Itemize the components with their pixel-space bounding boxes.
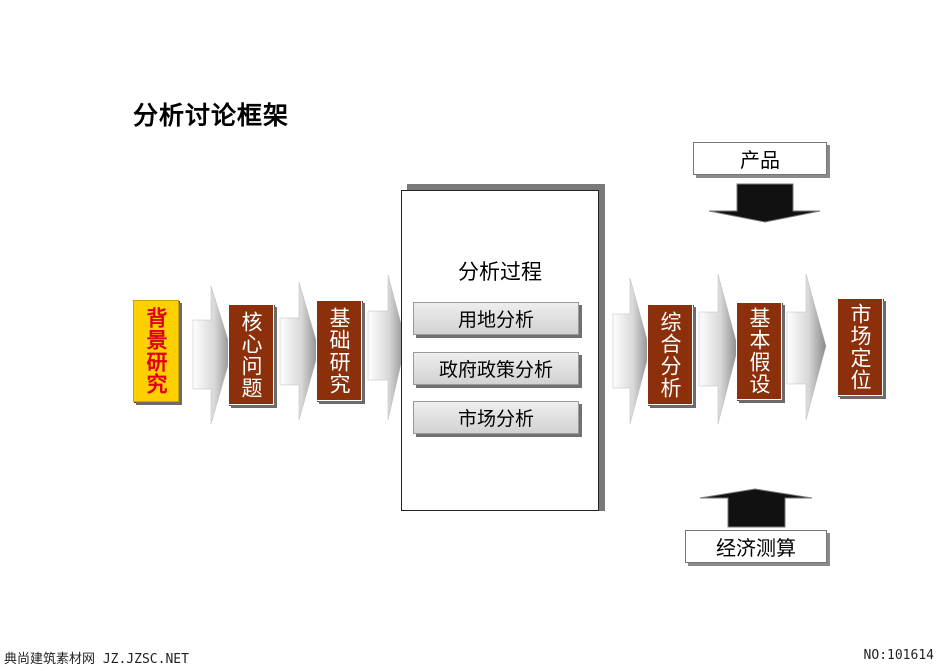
stage-basic-assumptions: 基本假设 (736, 302, 782, 400)
footer-watermark: 典尚建筑素材网 JZ.JZSC.NET (4, 652, 189, 667)
stage-market-positioning: 市场定位 (837, 298, 883, 396)
stage-background-research: 背景研究 (133, 300, 179, 402)
process-item-policy-analysis: 政府政策分析 (413, 352, 579, 385)
chevron-arrow-6 (786, 273, 827, 421)
down-arrow-icon (708, 183, 821, 223)
input-product: 产品 (693, 142, 827, 175)
process-title: 分析过程 (458, 260, 542, 284)
chevron-arrow-1 (192, 285, 233, 425)
input-economic-estimate: 经济测算 (685, 530, 827, 563)
footer-number: NO:101614 (863, 648, 934, 663)
stage-comprehensive-analysis: 综合分析 (647, 304, 693, 405)
chevron-arrow-4 (612, 277, 651, 425)
chevron-arrow-2 (279, 281, 320, 421)
analysis-process-panel (401, 190, 599, 511)
stage-basic-research: 基础研究 (316, 300, 362, 401)
stage-core-issues: 核心问题 (228, 304, 274, 405)
up-arrow-icon (699, 488, 813, 528)
process-item-land-analysis: 用地分析 (413, 302, 579, 335)
chevron-arrow-3 (367, 274, 407, 421)
chevron-arrow-5 (698, 273, 739, 425)
process-item-market-analysis: 市场分析 (413, 401, 579, 434)
page-title: 分析讨论框架 (133, 101, 290, 130)
